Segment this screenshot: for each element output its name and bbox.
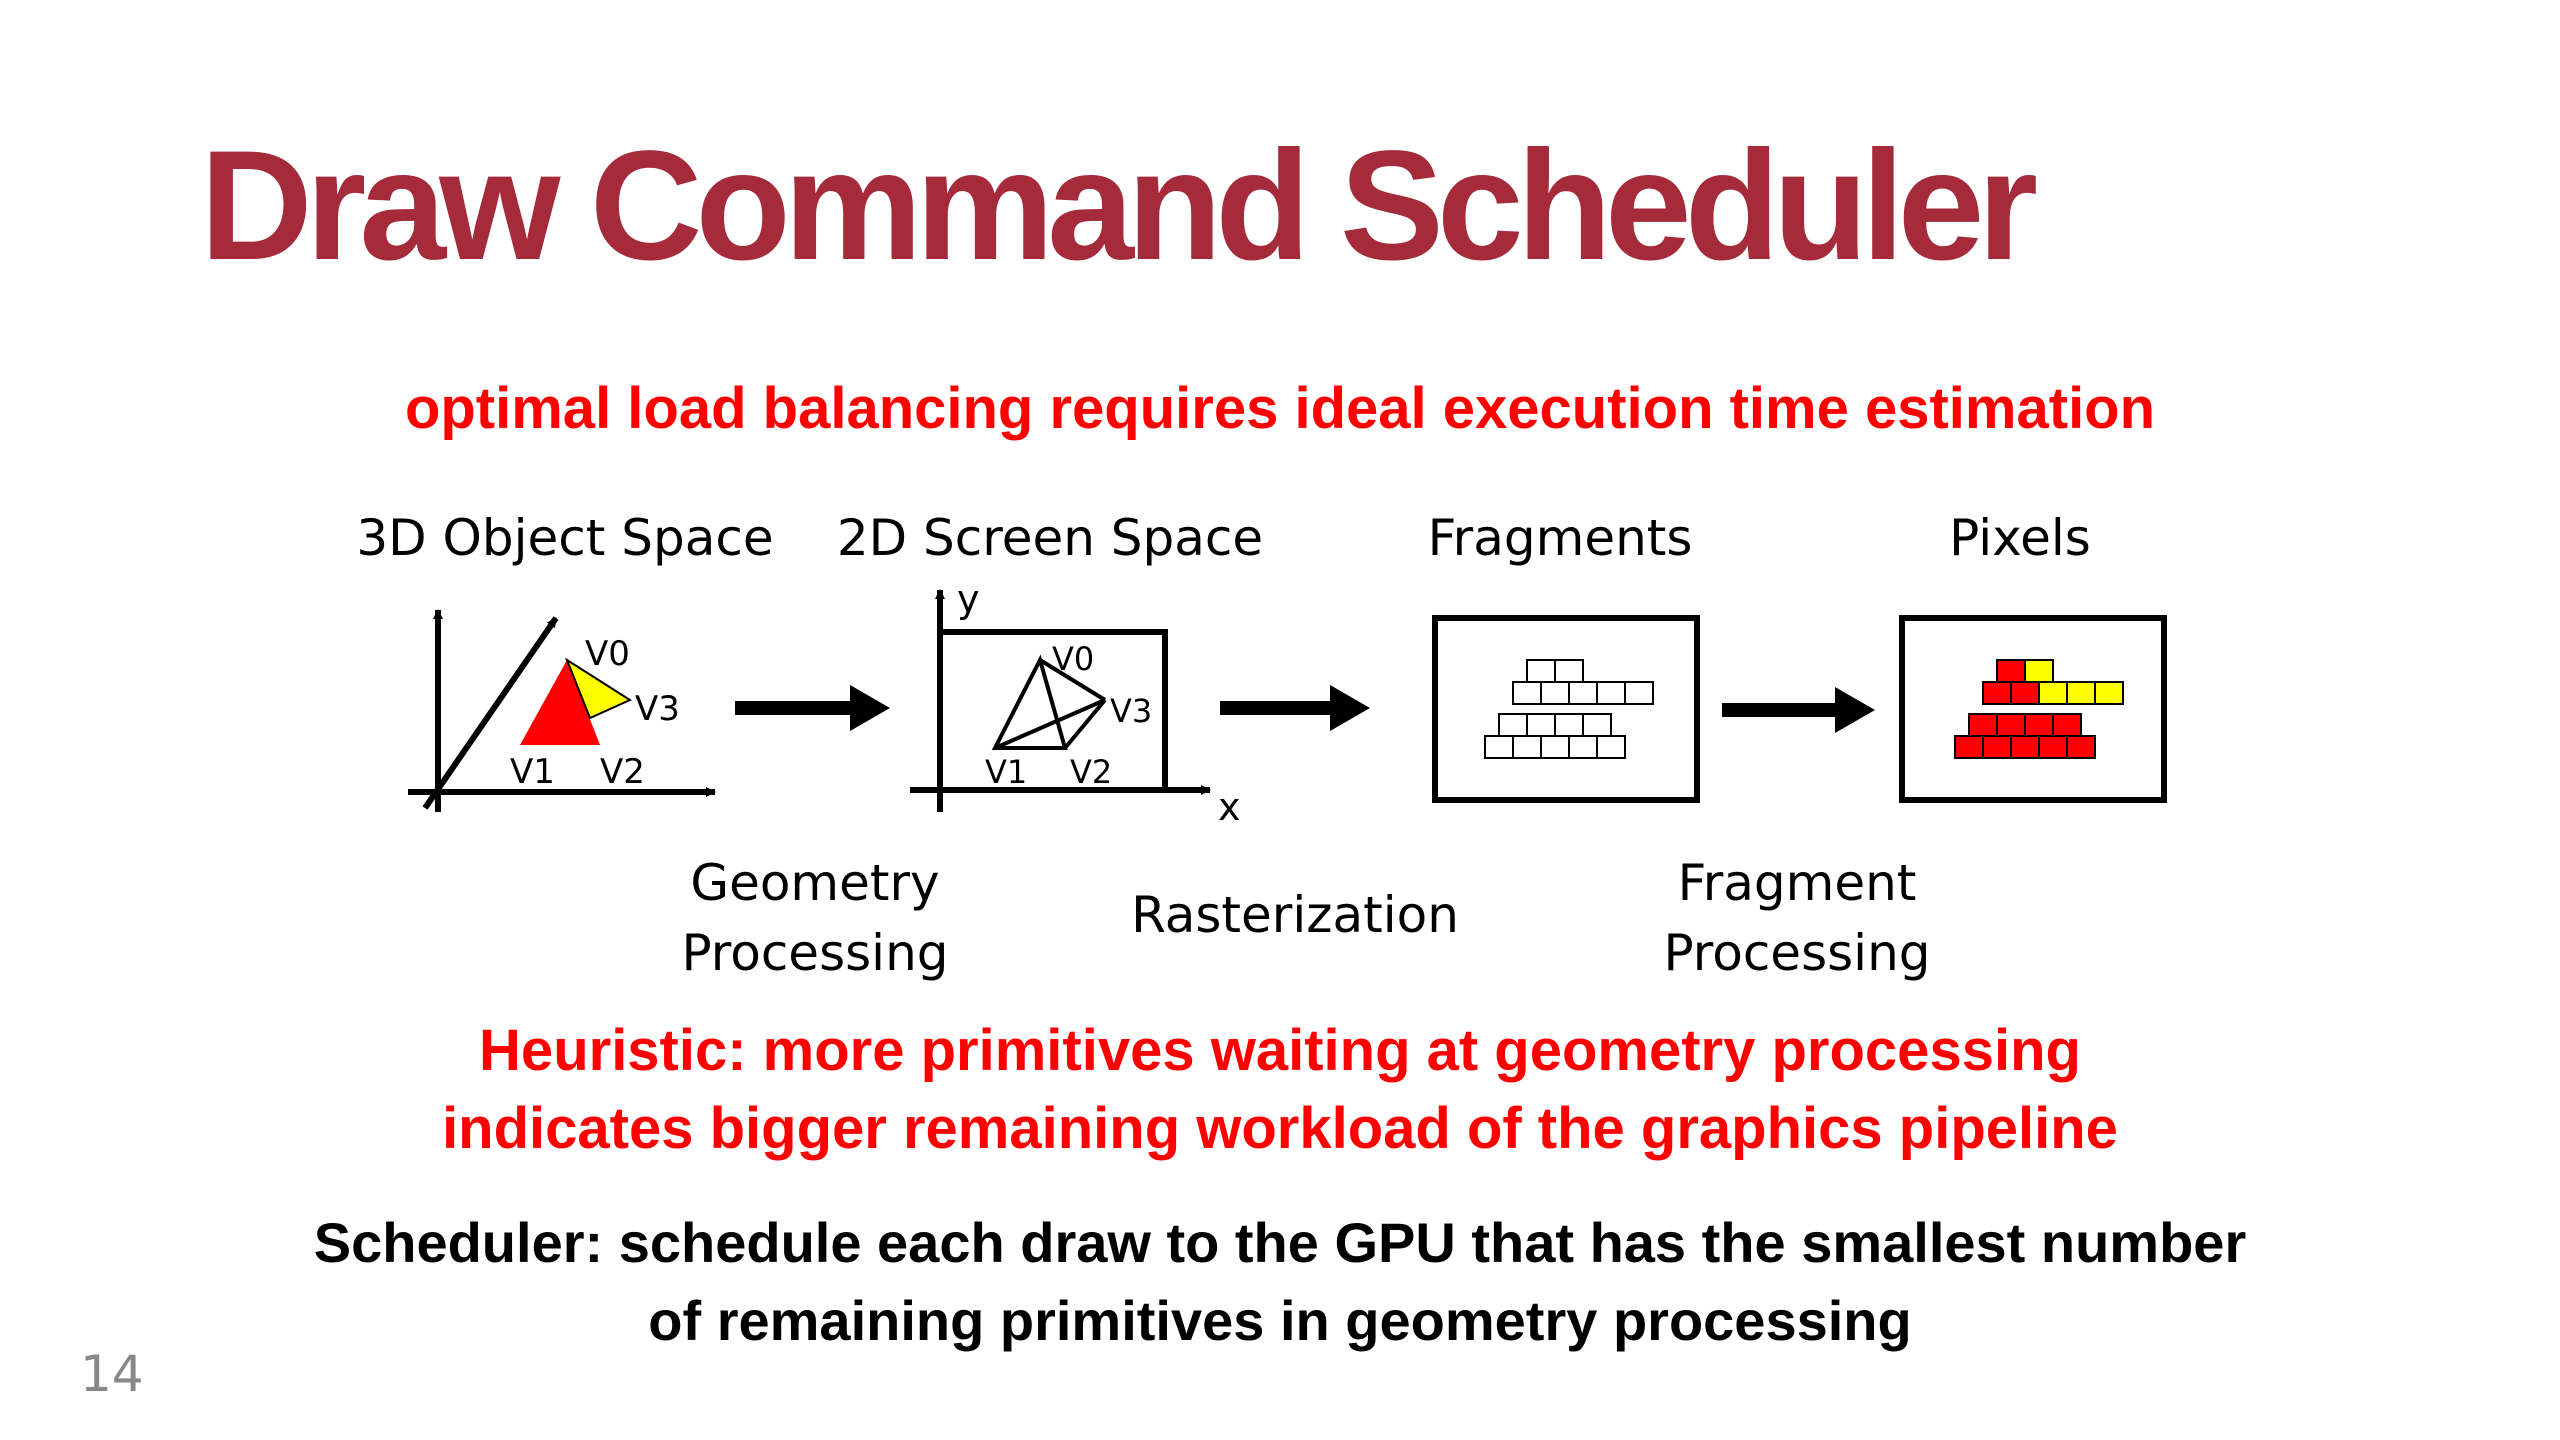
process-label-geometry-2: Processing (682, 924, 949, 982)
vertex-v1-3d: V1 (510, 752, 555, 792)
arrow-rasterization-head (1330, 685, 1370, 731)
process-label-fragment-2: Processing (1664, 924, 1931, 982)
screen-space-illustration: y x V0 V3 V1 V2 (910, 577, 1241, 829)
triangle-yellow (564, 657, 633, 720)
process-label-fragment-1: Fragment (1678, 854, 1917, 912)
object-space-illustration: V0 V3 V1 V2 (408, 609, 716, 812)
vertex-v1-2d: V1 (985, 753, 1027, 791)
vertex-v2-2d: V2 (1070, 753, 1112, 791)
heuristic-line-1: Heuristic: more primitives waiting at ge… (479, 1018, 2081, 1083)
scheduler-line-2: of remaining primitives in geometry proc… (648, 1289, 1912, 1352)
vertex-v2-3d: V2 (600, 752, 645, 792)
heuristic-line-2: indicates bigger remaining workload of t… (442, 1096, 2118, 1161)
stage-label-object-space: 3D Object Space (356, 509, 773, 567)
vertex-v0-2d: V0 (1052, 640, 1094, 678)
vertex-v3-3d: V3 (635, 689, 680, 729)
vertex-v0-3d: V0 (585, 634, 630, 674)
fragments-illustration (1432, 615, 1700, 803)
scheduler-line-1: Scheduler: schedule each draw to the GPU… (313, 1211, 2247, 1274)
arrow-fragment-processing-head (1835, 687, 1875, 733)
stage-label-screen-space: 2D Screen Space (837, 509, 1263, 567)
process-label-rasterization: Rasterization (1131, 886, 1459, 944)
process-label-geometry-1: Geometry (690, 854, 939, 912)
slide-title: Draw Command Scheduler (200, 119, 2038, 293)
pixels-illustration (1899, 615, 2167, 803)
stage-label-fragments: Fragments (1428, 509, 1693, 567)
axis-x-label: x (1218, 785, 1241, 829)
subtitle: optimal load balancing requires ideal ex… (404, 376, 2156, 441)
vertex-v3-2d: V3 (1110, 692, 1152, 730)
stage-label-pixels: Pixels (1949, 509, 2091, 567)
arrow-geometry-head (850, 685, 890, 731)
slide-number: 14 (80, 1345, 144, 1403)
axis-y-label: y (957, 577, 980, 621)
triangle-red (520, 660, 600, 745)
